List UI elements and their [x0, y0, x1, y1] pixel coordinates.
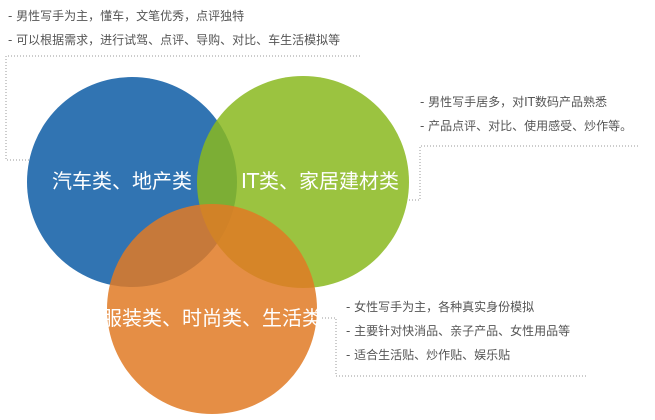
it-connector-line: [408, 145, 638, 201]
auto-notes: - 男性写手为主，懂车，文笔优秀，点评独特 - 可以根据需求，进行试驾、点评、导…: [8, 4, 340, 52]
fashion-circle: [107, 204, 317, 414]
fashion-note-line: - 适合生活贴、炒作贴、娱乐贴: [346, 348, 511, 362]
it-note-line: - 男性写手居多，对IT数码产品熟悉: [420, 95, 608, 109]
fashion-notes: - 女性写手为主，各种真实身份模拟 - 主要针对快消品、亲子产品、女性用品等 -…: [346, 295, 570, 367]
auto-note-line: - 可以根据需求，进行试驾、点评、导购、对比、车生活模拟等: [8, 33, 341, 47]
fashion-connector-line: [320, 317, 586, 377]
it-notes: - 男性写手居多，对IT数码产品熟悉 - 产品点评、对比、使用感受、炒作等。: [420, 90, 632, 138]
it-circle-label: IT类、家居建材类: [241, 169, 399, 193]
auto-circle-label: 汽车类、地产类: [52, 169, 192, 193]
auto-note-line: - 男性写手为主，懂车，文笔优秀，点评独特: [8, 9, 245, 23]
auto-connector-line: [5, 55, 360, 161]
fashion-circle-label: 服装类、时尚类、生活类: [102, 306, 322, 330]
fashion-note-line: - 主要针对快消品、亲子产品、女性用品等: [346, 324, 571, 338]
fashion-note-line: - 女性写手为主，各种真实身份模拟: [346, 300, 535, 314]
it-note-line: - 产品点评、对比、使用感受、炒作等。: [420, 119, 633, 133]
